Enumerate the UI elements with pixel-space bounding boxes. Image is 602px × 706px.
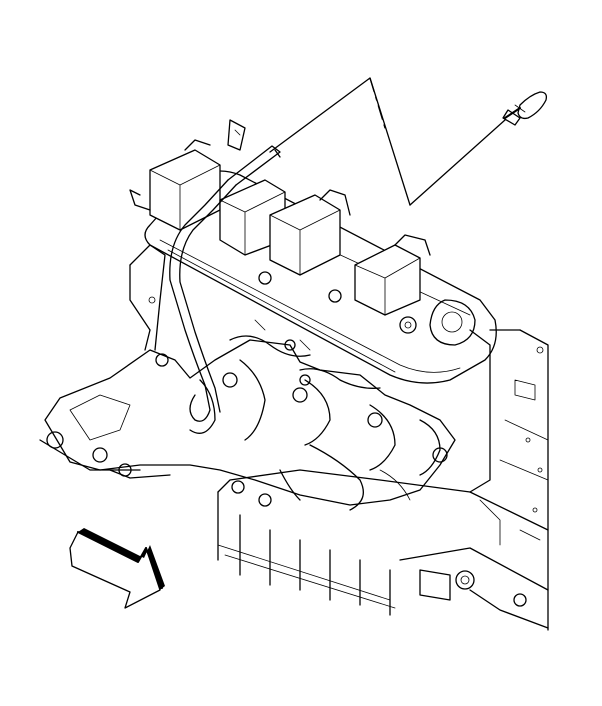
ignition-coils (129, 139, 431, 334)
dipstick-tube (169, 107, 521, 422)
ignition-coil-3 (269, 194, 341, 276)
exhaust-manifold (44, 339, 456, 511)
dipstick-leader-lines (269, 77, 506, 206)
engine-mount-bracket (39, 244, 272, 507)
direction-arrow (69, 528, 165, 609)
wiring-harness (229, 319, 381, 389)
ignition-coil-1 (149, 149, 221, 231)
coil-bracket (227, 119, 246, 151)
ignition-coil-4 (354, 244, 421, 316)
dipstick-handle (502, 91, 548, 126)
engine-block-right (469, 329, 549, 546)
